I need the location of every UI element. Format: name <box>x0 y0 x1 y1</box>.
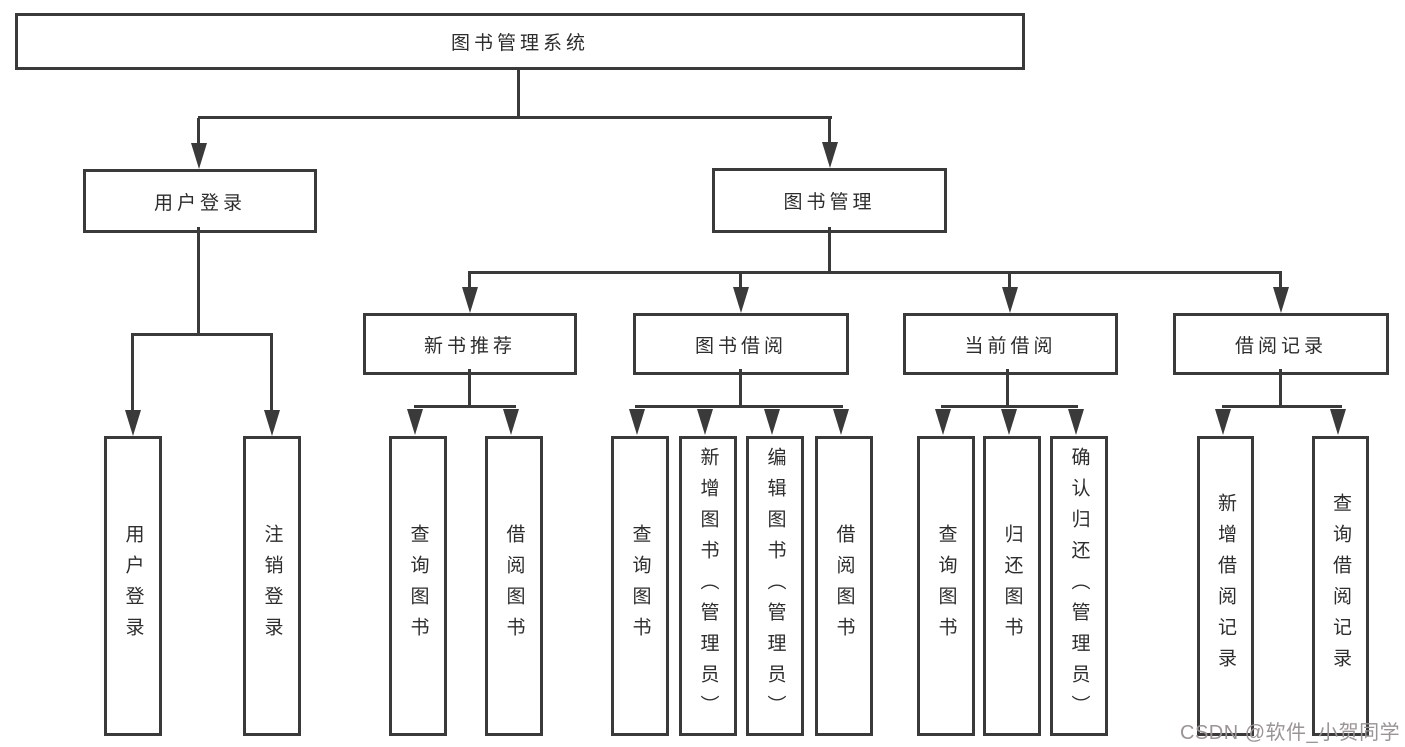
connector-to-new-book-shaft <box>468 271 471 291</box>
connector-to-leaf-user-login-shaft <box>131 333 134 413</box>
leaf-confirm-return-admin: 确认归还（管理员） <box>1050 436 1108 736</box>
leaf-query-borrow-record: 查询借阅记录 <box>1312 436 1369 736</box>
leaf-add-book-admin-label: 新增图书（管理员） <box>697 446 719 726</box>
arrow-to-leaf-query-books-recommend <box>407 409 423 435</box>
connector-to-borrow-records-shaft <box>1279 271 1282 291</box>
connector-user-login-branch <box>131 333 273 336</box>
node-current-borrow-label: 当前借阅 <box>964 335 1057 357</box>
connector-book-management-branch <box>468 271 1282 274</box>
connector-current-borrow-stem <box>1006 369 1009 408</box>
leaf-user-login-label: 用户登录 <box>122 524 144 648</box>
arrow-to-leaf-return-books <box>1001 409 1017 435</box>
connector-borrow-records-branch <box>1222 405 1342 408</box>
leaf-return-books-label: 归还图书 <box>1001 524 1023 648</box>
leaf-confirm-return-admin-label: 确认归还（管理员） <box>1068 446 1090 726</box>
leaf-borrow-books-recommend: 借阅图书 <box>485 436 543 736</box>
leaf-edit-book-admin-label: 编辑图书（管理员） <box>764 446 786 726</box>
node-user-login: 用户登录 <box>83 169 317 233</box>
arrow-to-leaf-query-borrow-record <box>1330 409 1346 435</box>
leaf-query-borrow-record-label: 查询借阅记录 <box>1330 493 1351 679</box>
connector-borrow-records-stem <box>1279 369 1282 408</box>
node-book-borrow-label: 图书借阅 <box>694 335 787 357</box>
arrow-to-leaf-user-login <box>125 410 141 436</box>
connector-user-login-stem <box>197 227 200 336</box>
connector-new-book-branch <box>414 405 516 408</box>
connector-to-leaf-logout-shaft <box>270 333 273 413</box>
connector-book-management-stem <box>828 227 831 274</box>
arrow-to-leaf-borrow-books-recommend <box>503 409 519 435</box>
leaf-borrow-books-recommend-label: 借阅图书 <box>503 524 525 648</box>
connector-to-user-login-shaft <box>197 118 200 146</box>
connector-to-book-borrow-shaft <box>739 271 742 291</box>
connector-to-current-borrow-shaft <box>1008 271 1011 291</box>
node-root-label: 图书管理系统 <box>450 33 589 54</box>
leaf-logout-label: 注销登录 <box>261 524 283 648</box>
arrow-to-book-borrow <box>733 287 749 313</box>
leaf-query-books-recommend-label: 查询图书 <box>407 524 429 648</box>
arrow-to-leaf-logout <box>264 410 280 436</box>
leaf-add-borrow-record: 新增借阅记录 <box>1197 436 1254 736</box>
arrow-to-leaf-borrow-books-2 <box>833 409 849 435</box>
leaf-borrow-books-2: 借阅图书 <box>815 436 873 736</box>
leaf-borrow-books-2-label: 借阅图书 <box>833 524 855 648</box>
leaf-query-books-borrow-label: 查询图书 <box>629 524 651 648</box>
arrow-to-leaf-query-books-borrow <box>629 409 645 435</box>
leaf-logout: 注销登录 <box>243 436 301 736</box>
node-current-borrow: 当前借阅 <box>903 313 1118 375</box>
arrow-to-leaf-add-borrow-record <box>1215 409 1231 435</box>
leaf-return-books: 归还图书 <box>983 436 1041 736</box>
leaf-edit-book-admin: 编辑图书（管理员） <box>746 436 804 736</box>
arrow-to-user-login <box>191 143 207 169</box>
node-root: 图书管理系统 <box>15 13 1025 70</box>
node-book-borrow: 图书借阅 <box>633 313 849 375</box>
arrow-to-new-book-recommend <box>462 287 478 313</box>
leaf-query-books-borrow: 查询图书 <box>611 436 669 736</box>
connector-new-book-stem <box>468 369 471 408</box>
leaf-add-book-admin: 新增图书（管理员） <box>679 436 737 736</box>
leaf-query-books-current: 查询图书 <box>917 436 975 736</box>
node-new-book-recommend-label: 新书推荐 <box>423 335 516 357</box>
node-user-login-label: 用户登录 <box>153 192 246 214</box>
node-borrow-records-label: 借阅记录 <box>1234 335 1327 357</box>
watermark: CSDN @软件_小贺同学 <box>1180 722 1401 744</box>
connector-book-borrow-branch <box>635 405 843 408</box>
arrow-to-book-management <box>822 142 838 168</box>
connector-to-book-management-shaft <box>828 118 831 146</box>
connector-book-borrow-stem <box>739 369 742 408</box>
arrow-to-current-borrow <box>1002 287 1018 313</box>
leaf-user-login: 用户登录 <box>104 436 162 736</box>
arrow-to-borrow-records <box>1273 287 1289 313</box>
node-new-book-recommend: 新书推荐 <box>363 313 577 375</box>
leaf-query-books-current-label: 查询图书 <box>935 524 957 648</box>
leaf-query-books-recommend: 查询图书 <box>389 436 447 736</box>
node-book-management-label: 图书管理 <box>783 192 876 213</box>
node-borrow-records: 借阅记录 <box>1173 313 1389 375</box>
node-book-management: 图书管理 <box>712 168 947 233</box>
arrow-to-leaf-edit-book-admin <box>764 409 780 435</box>
connector-root-branch <box>198 116 832 119</box>
arrow-to-leaf-query-books-current <box>935 409 951 435</box>
connector-root-stem <box>517 67 520 118</box>
leaf-add-borrow-record-label: 新增借阅记录 <box>1215 493 1236 679</box>
connector-current-borrow-branch <box>941 405 1078 408</box>
arrow-to-leaf-confirm-return-admin <box>1068 409 1084 435</box>
arrow-to-leaf-add-book-admin <box>697 409 713 435</box>
